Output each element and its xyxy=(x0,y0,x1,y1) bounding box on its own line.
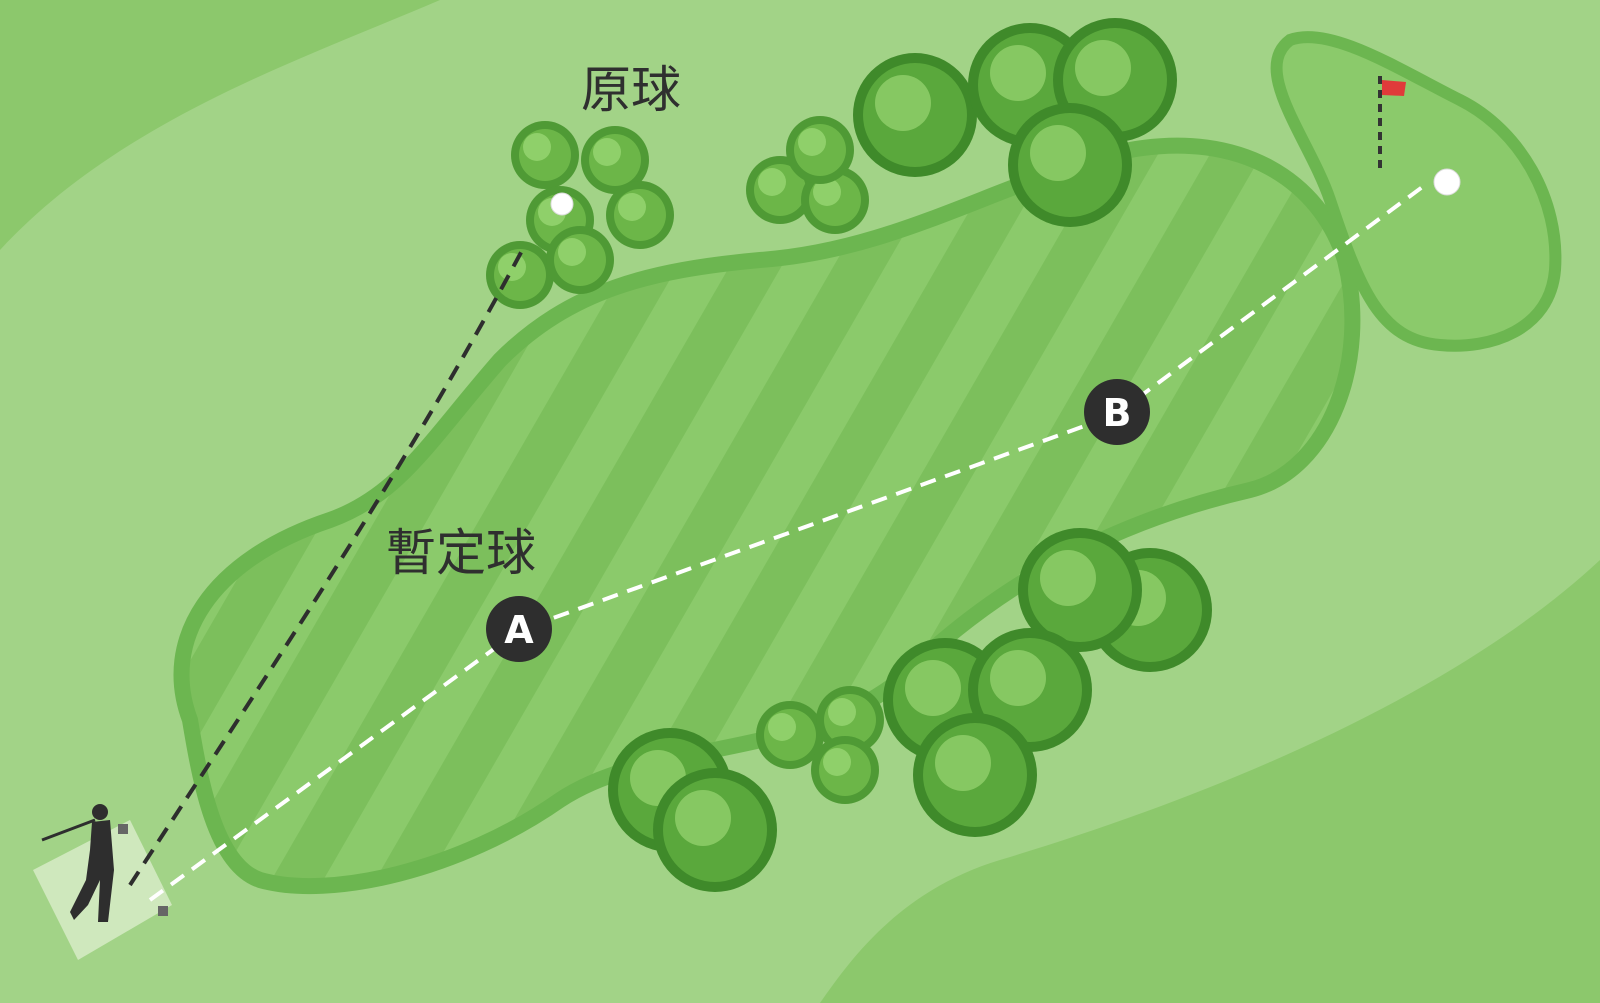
hole-ball-icon xyxy=(1433,168,1461,196)
deep-rough-bottom-right xyxy=(820,560,1600,1003)
original-ball-shot-line xyxy=(128,244,527,887)
golfer-icon xyxy=(41,804,114,922)
marker-b-label: B xyxy=(1103,391,1132,435)
marker-a-label: A xyxy=(504,608,534,652)
original-ball-label: 原球 xyxy=(581,61,681,119)
original-ball-icon xyxy=(550,192,574,216)
provisional-ball-label: 暫定球 xyxy=(386,524,536,582)
flag-icon xyxy=(1378,76,1406,170)
marker-a: A xyxy=(486,596,552,662)
provisional-shot-line xyxy=(148,183,1427,902)
marker-b: B xyxy=(1084,379,1150,445)
deep-rough-top-left xyxy=(0,0,440,250)
fairway xyxy=(173,137,1361,895)
